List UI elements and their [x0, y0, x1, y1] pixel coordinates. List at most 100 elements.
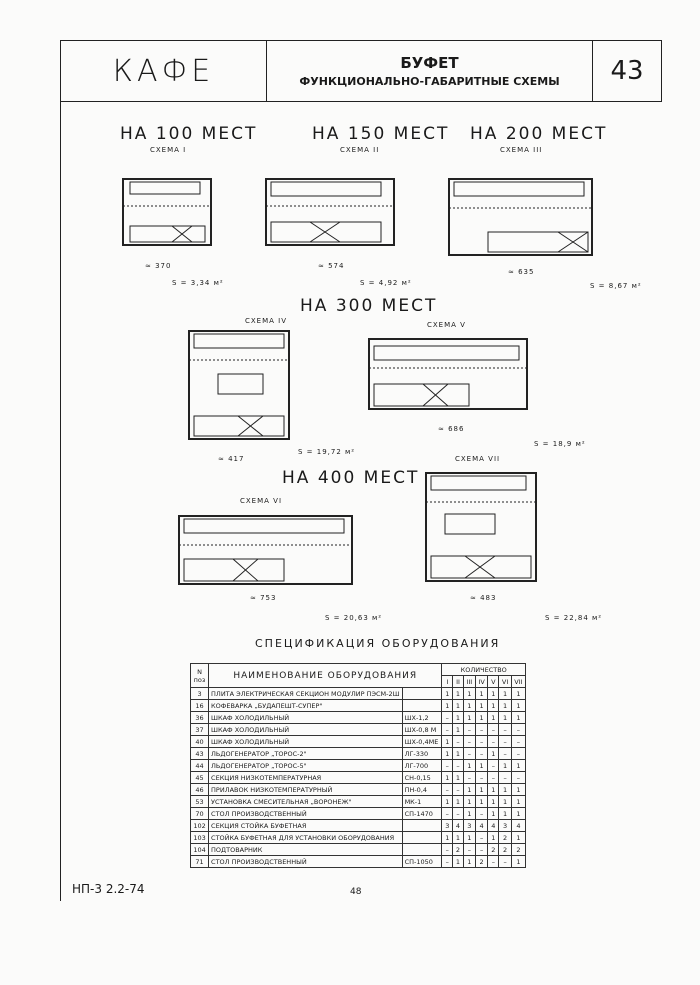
scheme-col-header: VII — [510, 675, 527, 688]
qty-cell: 1 — [510, 795, 527, 808]
qty-cell: 1 — [474, 699, 489, 712]
qty-cell: 1 — [462, 711, 476, 724]
qty-cell: 3 — [498, 819, 512, 832]
qty-cell: 1 — [487, 807, 500, 820]
name-cell: СЕКЦИЯ НИЗКОТЕМПЕРАТУРНАЯ — [208, 771, 403, 784]
title-center: БУФЕТ ФУНКЦИОНАЛЬНО-ГАБАРИТНЫЕ СХЕМЫ — [267, 41, 593, 101]
qty-cell: – — [487, 759, 500, 772]
qty-cell: 1 — [462, 831, 476, 844]
mark-cell: МК-1 — [401, 795, 443, 808]
title-main: БУФЕТ — [400, 54, 459, 72]
qty-cell: 1 — [474, 759, 489, 772]
pos-cell: 71 — [189, 855, 210, 868]
area-label: S = 18,9 м² — [534, 440, 586, 448]
qty-cell: 1 — [452, 723, 464, 736]
spec-title: СПЕЦИФИКАЦИЯ ОБОРУДОВАНИЯ — [255, 637, 501, 650]
area-label: S = 19,72 м² — [298, 448, 356, 456]
qty-cell: 3 — [462, 819, 476, 832]
mark-cell: ЛГ-330 — [401, 747, 443, 760]
qty-cell: 4 — [452, 819, 464, 832]
qty-cell: – — [498, 723, 512, 736]
width-dim: ≈ 574 — [318, 262, 345, 270]
name-cell: СЕКЦИЯ СТОЙКА БУФЕТНАЯ — [208, 819, 403, 832]
qty-cell: 4 — [510, 819, 527, 832]
group-label-200: НА 200 МЕСТ — [470, 124, 608, 144]
qty-cell: 1 — [510, 807, 527, 820]
qty-cell: 1 — [462, 759, 476, 772]
mark-cell — [401, 699, 443, 712]
floor-plan-1 — [122, 178, 212, 246]
qty-cell: 1 — [487, 783, 500, 796]
pos-cell: 37 — [189, 723, 210, 736]
qty-cell: – — [474, 735, 489, 748]
mark-cell: СП-1470 — [401, 807, 443, 820]
qty-cell: 1 — [462, 807, 476, 820]
scheme-label: СХЕМА II — [340, 146, 380, 154]
name-cell: СТОЙКА БУФЕТНАЯ ДЛЯ УСТАНОВКИ ОБОРУДОВАН… — [208, 831, 403, 844]
name-cell: УСТАНОВКА СМЕСИТЕЛЬНАЯ „ВОРОНЕЖ" — [208, 795, 403, 808]
floor-plan-2 — [265, 178, 395, 246]
mark-cell — [401, 831, 443, 844]
qty-cell: 2 — [498, 843, 512, 856]
qty-cell: 3 — [441, 819, 454, 832]
qty-cell: – — [462, 723, 476, 736]
qty-cell: 1 — [452, 747, 464, 760]
pos-cell: 103 — [189, 831, 210, 844]
qty-cell: 2 — [510, 843, 527, 856]
pos-cell: 16 — [189, 699, 210, 712]
qty-cell: 1 — [441, 831, 454, 844]
width-dim: ≈ 417 — [218, 455, 245, 463]
name-cell: ШКАФ ХОЛОДИЛЬНЫЙ — [208, 711, 403, 724]
mark-cell — [401, 843, 443, 856]
area-label: S = 3,34 м² — [172, 279, 224, 287]
group-label-100: НА 100 МЕСТ — [120, 124, 258, 144]
sheet-number: 43 — [610, 56, 644, 86]
group-label-300: НА 300 МЕСТ — [300, 296, 438, 316]
pos-cell: 104 — [189, 843, 210, 856]
qty-cell: – — [441, 723, 454, 736]
pos-cell: 45 — [189, 771, 210, 784]
qty-cell: – — [487, 855, 500, 868]
pos-cell: 102 — [189, 819, 210, 832]
pos-cell: 40 — [189, 735, 210, 748]
pos-cell: 46 — [189, 783, 210, 796]
qty-cell: 2 — [487, 843, 500, 856]
mark-cell: ЛГ-700 — [401, 759, 443, 772]
qty-cell: 1 — [510, 711, 527, 724]
qty-cell: 1 — [452, 699, 464, 712]
floor-plan-7 — [425, 472, 537, 582]
qty-cell: – — [462, 747, 476, 760]
qty-cell: 1 — [510, 831, 527, 844]
qty-cell: 1 — [441, 771, 454, 784]
scheme-col-header: III — [462, 675, 476, 688]
qty-cell: 1 — [474, 687, 489, 700]
pos-cell: 53 — [189, 795, 210, 808]
name-cell: ПРИЛАВОК НИЗКОТЕМПЕРАТУРНЫЙ — [208, 783, 403, 796]
qty-cell: 1 — [462, 783, 476, 796]
qty-cell: – — [510, 723, 527, 736]
floor-plan-6 — [178, 515, 353, 585]
qty-cell: – — [487, 735, 500, 748]
mark-cell: СН-0,15 — [401, 771, 443, 784]
qty-cell: 2 — [452, 843, 464, 856]
qty-cell: 1 — [441, 699, 454, 712]
qty-cell: – — [462, 843, 476, 856]
col-qty-header: КОЛИЧЕСТВО — [441, 663, 526, 676]
qty-cell: 1 — [441, 747, 454, 760]
qty-cell: – — [474, 807, 489, 820]
qty-cell: – — [452, 783, 464, 796]
scheme-col-header: V — [487, 675, 500, 688]
qty-cell: 4 — [487, 819, 500, 832]
qty-cell: 1 — [462, 687, 476, 700]
qty-cell: – — [498, 747, 512, 760]
qty-cell: 1 — [474, 711, 489, 724]
qty-cell: 1 — [452, 795, 464, 808]
